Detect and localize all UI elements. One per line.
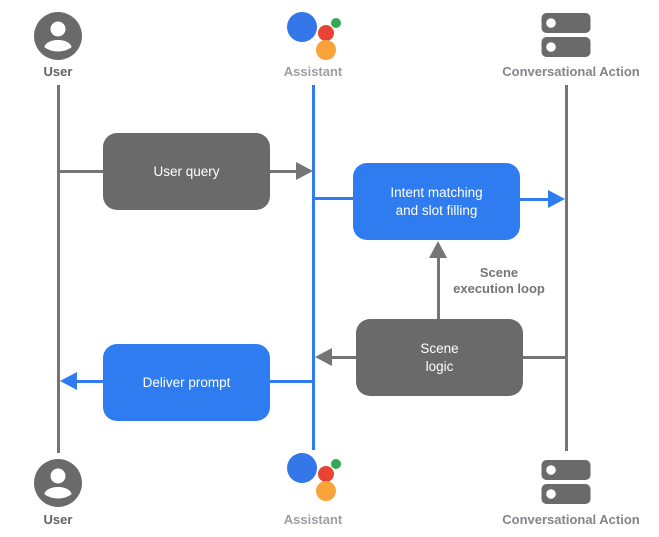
assistant-top-label: Assistant bbox=[283, 64, 343, 79]
deliver-prompt-box: Deliver prompt bbox=[103, 344, 270, 421]
connector-deliver-to-user bbox=[77, 380, 103, 383]
deliver-prompt-label: Deliver prompt bbox=[142, 374, 231, 390]
connector-assistant-to-intent bbox=[314, 197, 353, 200]
user-query-label: User query bbox=[153, 163, 220, 179]
intent-matching-box: Intent matching and slot filling bbox=[353, 163, 520, 240]
connector-assistant-to-deliver bbox=[270, 380, 312, 383]
connector-scenelogic-to-intent bbox=[437, 252, 440, 319]
server-icon bbox=[541, 460, 591, 509]
user-icon bbox=[33, 11, 83, 66]
connector-scenelogic-to-assistant bbox=[332, 356, 356, 359]
scene-execution-loop-label: Scene execution loop bbox=[453, 265, 545, 296]
arrowhead-scenelogic-to-assistant bbox=[315, 348, 332, 366]
conversational-action-top-label: Conversational Action bbox=[502, 64, 640, 79]
arrowhead-intent-to-action bbox=[548, 190, 565, 208]
connector-action-to-scenelogic bbox=[523, 356, 566, 359]
assistant-bottom-label: Assistant bbox=[283, 512, 343, 527]
user-icon bbox=[33, 458, 83, 513]
assistant-lifeline bbox=[312, 85, 315, 450]
connector-userquery-to-assistant bbox=[270, 170, 297, 173]
intent-matching-label-line1: Intent matching bbox=[390, 184, 483, 200]
server-icon bbox=[541, 13, 591, 62]
conversational-action-lifeline bbox=[565, 85, 568, 451]
user-bottom-label: User bbox=[43, 512, 73, 527]
intent-matching-label-line2: and slot filling bbox=[395, 202, 478, 218]
arrowhead-scenelogic-to-intent bbox=[429, 241, 447, 258]
connector-user-to-userquery bbox=[58, 170, 103, 173]
user-query-box: User query bbox=[103, 133, 270, 210]
scene-logic-label-line1: Scene bbox=[420, 340, 459, 356]
scene-logic-box: Scene logic bbox=[356, 319, 523, 396]
connector-intent-to-action bbox=[520, 198, 550, 201]
scene-logic-label-line2: logic bbox=[425, 358, 454, 374]
assistant-icon bbox=[285, 449, 341, 508]
arrowhead-deliver-to-user bbox=[60, 372, 77, 390]
arrowhead-userquery-to-assistant bbox=[296, 162, 313, 180]
assistant-icon bbox=[285, 8, 341, 67]
conversational-action-bottom-label: Conversational Action bbox=[502, 512, 640, 527]
user-top-label: User bbox=[43, 64, 73, 79]
user-lifeline bbox=[57, 85, 60, 453]
